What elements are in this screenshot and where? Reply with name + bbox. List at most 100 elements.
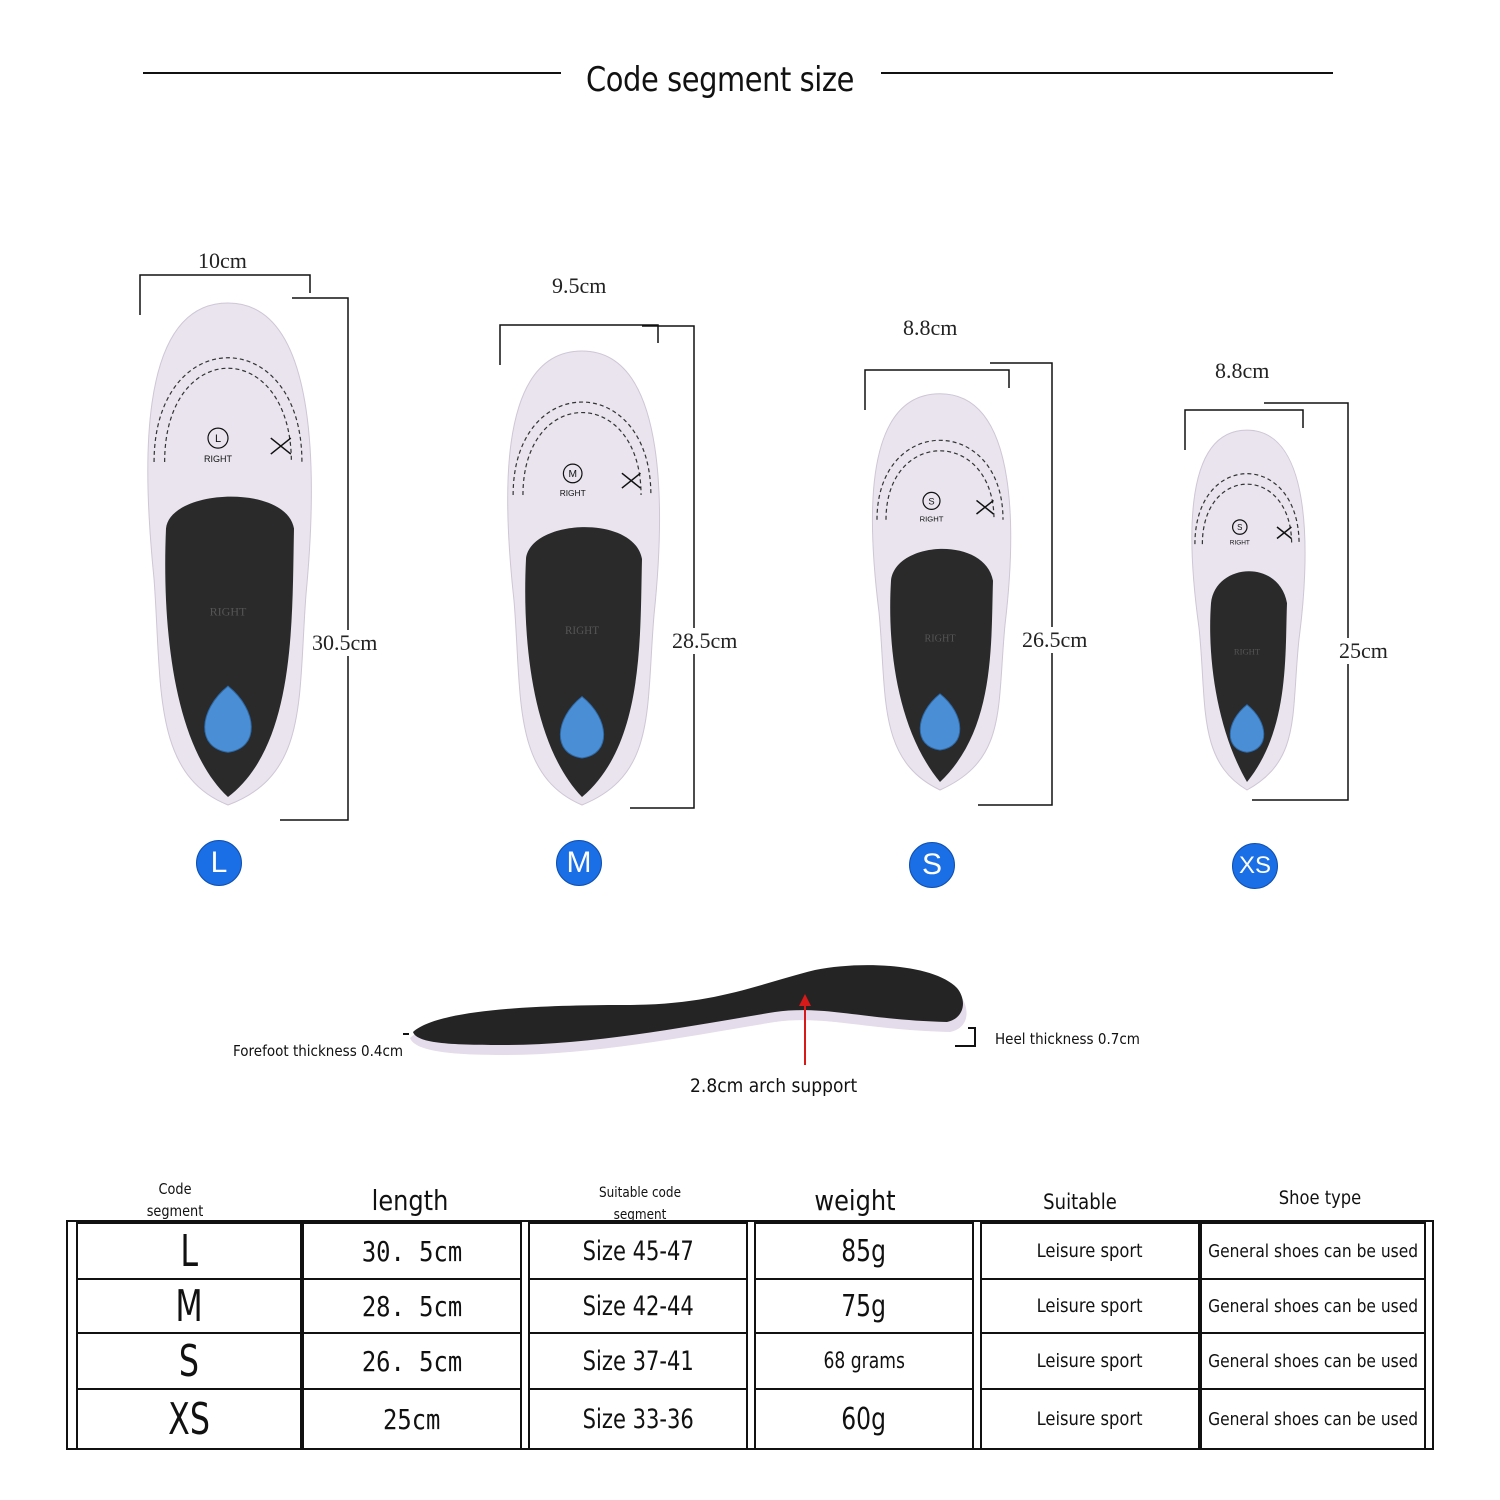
width-bracket xyxy=(139,274,311,315)
size-tag-circle xyxy=(922,491,941,510)
size-tag-circle xyxy=(562,463,583,484)
trim-line-inner xyxy=(522,412,642,496)
header-suitable-code-line1: Suitable code xyxy=(599,1185,681,1201)
arch-support-base xyxy=(165,496,294,797)
heel-marker xyxy=(955,1027,976,1047)
header-code-line1: Code xyxy=(158,1180,192,1198)
width-label: 10cm xyxy=(198,248,247,274)
table-cell-text: 75g xyxy=(841,1288,887,1324)
table-cell-shoe-type: General shoes can be used xyxy=(1200,1388,1426,1450)
insole-drawing: M RIGHT RIGHT xyxy=(499,324,695,809)
table-cell-text: Leisure sport xyxy=(1037,1350,1143,1372)
heel-gel-pad xyxy=(204,685,252,753)
length-bracket xyxy=(630,325,695,809)
header-suitable: Suitable xyxy=(1043,1190,1117,1214)
trim-line-inner xyxy=(164,367,292,463)
trim-line-outer xyxy=(153,357,303,463)
insole-side-profile xyxy=(395,960,995,1080)
length-bracket xyxy=(1252,402,1349,801)
trim-line-inner xyxy=(885,450,995,520)
size-tag-letter: M xyxy=(568,469,577,480)
insole-brand-text: RIGHT xyxy=(1234,646,1261,656)
insole-side-text: RIGHT xyxy=(1230,539,1250,546)
table-cell-suitable: Leisure sport xyxy=(980,1332,1200,1390)
heel-thickness-label: Heel thickness 0.7cm xyxy=(995,1030,1140,1048)
header-code-segment: Code segment xyxy=(128,1178,223,1222)
profile-top-fabric xyxy=(413,965,963,1045)
title-rule-right xyxy=(881,72,1333,74)
table-cell-text: Leisure sport xyxy=(1037,1295,1143,1317)
arch-support-base xyxy=(525,527,642,797)
table-cell-weight: 68 grams xyxy=(754,1332,974,1390)
table-cell-text: Leisure sport xyxy=(1037,1240,1143,1262)
header-suitable-code-line2: segment xyxy=(613,1207,667,1223)
table-cell-text: 60g xyxy=(841,1401,887,1437)
size-tag-letter: L xyxy=(215,433,221,445)
table-cell-text: General shoes can be used xyxy=(1208,1295,1419,1317)
table-cell-length: 26. 5cm xyxy=(302,1332,522,1390)
length-label: 26.5cm xyxy=(1022,627,1088,653)
scissors-icon xyxy=(270,437,292,455)
table-cell-code: XS xyxy=(76,1388,302,1450)
table-cell-text: S xyxy=(178,1335,200,1387)
table-cell-shoe-type: General shoes can be used xyxy=(1200,1222,1426,1280)
width-label: 8.8cm xyxy=(903,315,958,341)
table-cell-length: 28. 5cm xyxy=(302,1278,522,1334)
width-label: 9.5cm xyxy=(552,273,607,299)
table-cell-text: L xyxy=(180,1225,198,1277)
insole-brand-text: RIGHT xyxy=(924,634,956,645)
table-cell-suitable: Leisure sport xyxy=(980,1388,1200,1450)
scissors-icon xyxy=(621,472,641,489)
length-label: 25cm xyxy=(1339,638,1388,664)
length-bracket xyxy=(978,362,1053,806)
scissors-icon xyxy=(976,499,994,515)
size-badge: L xyxy=(196,840,242,886)
table-cell-text: XS xyxy=(168,1393,210,1445)
table-cell-shoe-type: General shoes can be used xyxy=(1200,1278,1426,1334)
table-cell-text: Size 33-36 xyxy=(582,1403,694,1435)
size-badge: S xyxy=(909,842,955,888)
table-cell-code: S xyxy=(76,1332,302,1390)
insole-brand-text: RIGHT xyxy=(565,625,599,637)
table-cell-code: M xyxy=(76,1278,302,1334)
page-title: Code segment size xyxy=(586,60,854,100)
table-cell-text: General shoes can be used xyxy=(1208,1408,1419,1430)
arch-arrow-icon xyxy=(799,994,811,1006)
table-cell-shoe-type: General shoes can be used xyxy=(1200,1332,1426,1390)
trim-line-outer xyxy=(876,439,1004,520)
header-length: length xyxy=(371,1184,449,1217)
header-suitable-code: Suitable code segment xyxy=(571,1182,709,1226)
table-cell-suitable: Leisure sport xyxy=(980,1222,1200,1280)
arch-support-label: 2.8cm arch support xyxy=(690,1075,858,1097)
table-cell-text: M xyxy=(175,1280,203,1332)
length-label: 30.5cm xyxy=(312,630,378,656)
length-bracket xyxy=(280,297,349,821)
size-badge: M xyxy=(556,840,602,886)
table-cell-text: 85g xyxy=(841,1233,887,1269)
table-cell-suitable: Leisure sport xyxy=(980,1278,1200,1334)
insole-side-text: RIGHT xyxy=(560,488,586,498)
width-bracket xyxy=(864,369,1010,410)
header-weight: weight xyxy=(814,1184,896,1217)
table-cell-text: 28. 5cm xyxy=(361,1289,463,1323)
header-code-line2: segment xyxy=(146,1202,204,1220)
table-cell-text: 26. 5cm xyxy=(361,1344,463,1378)
insole-side-text: RIGHT xyxy=(204,454,233,464)
size-tag-circle xyxy=(207,427,229,449)
width-bracket xyxy=(1184,409,1304,450)
size-badge: XS xyxy=(1232,843,1278,889)
scissors-icon xyxy=(1276,526,1292,540)
size-tag-circle xyxy=(1232,519,1248,535)
table-cell-suitable-code: Size 37-41 xyxy=(528,1332,748,1390)
table-cell-length: 25cm xyxy=(302,1388,522,1450)
table-cell-weight: 75g xyxy=(754,1278,974,1334)
trim-line-outer xyxy=(512,401,652,496)
width-label: 8.8cm xyxy=(1215,358,1270,384)
table-cell-suitable-code: Size 33-36 xyxy=(528,1388,748,1450)
size-tag-letter: S xyxy=(928,496,934,506)
arch-support-base xyxy=(890,548,993,782)
heel-gel-pad xyxy=(919,693,961,751)
